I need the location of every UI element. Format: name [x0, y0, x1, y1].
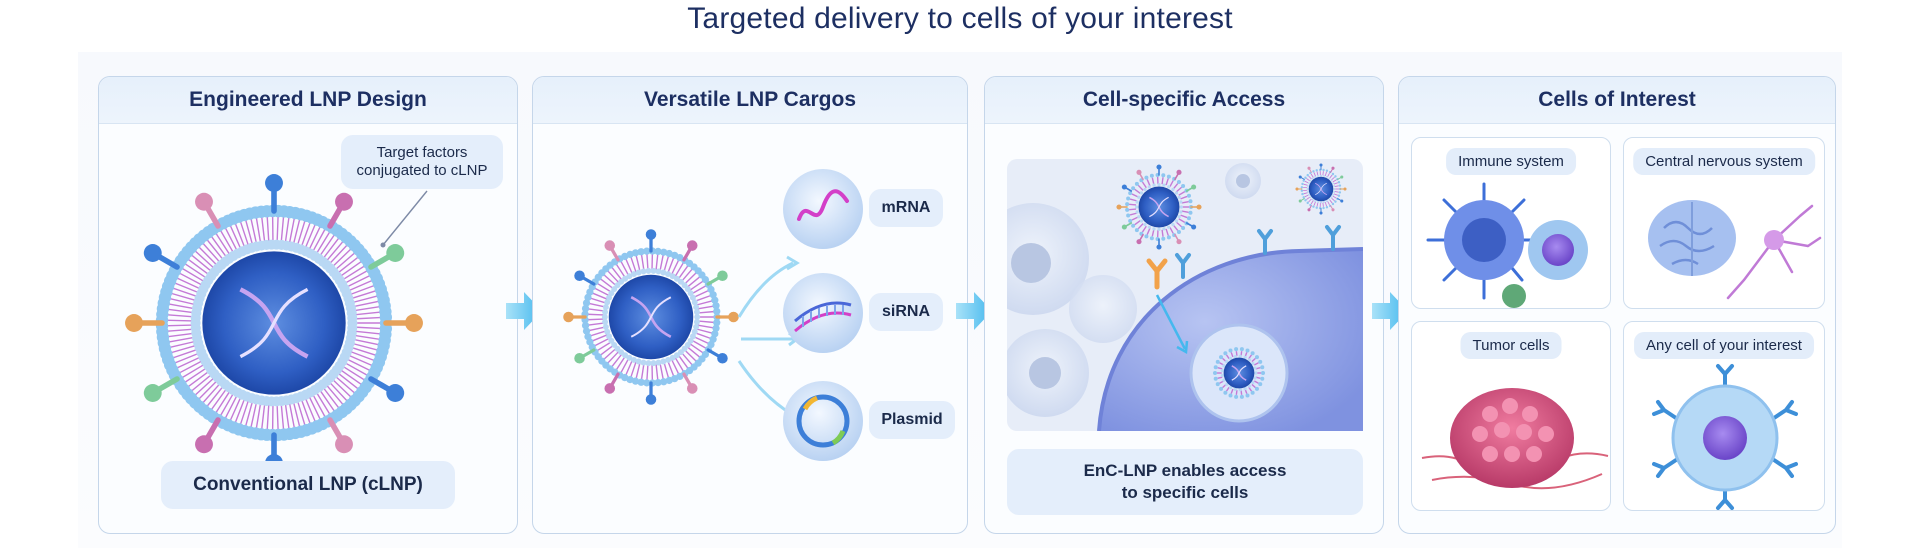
cargo-label-plasmid: Plasmid [869, 401, 955, 439]
panel-title: Cell-specific Access [985, 77, 1383, 124]
cargo-label-sirna: siRNA [869, 293, 943, 331]
cell-card-label: Immune system [1446, 148, 1576, 175]
panel-cells-of-interest: Cells of Interest Immune system Central … [1398, 76, 1836, 534]
flow-arrow-2 [956, 292, 992, 330]
generic-cell-icon [1652, 364, 1798, 510]
cell-card-label: Tumor cells [1460, 332, 1562, 359]
enc-lnp-caption: EnC-LNP enables access to specific cells [1007, 449, 1363, 515]
page-title: Targeted delivery to cells of your inter… [687, 2, 1233, 35]
lnp-particle-medium [563, 229, 739, 405]
cell-card-tumor: Tumor cells [1411, 321, 1611, 511]
panel-title: Versatile LNP Cargos [533, 77, 967, 124]
caption-line-1: EnC-LNP enables access [1083, 461, 1287, 480]
cell-card-label: Any cell of your interest [1634, 332, 1814, 359]
callout-line-2: conjugated to cLNP [356, 162, 488, 179]
cell-access-illustration [1007, 159, 1363, 431]
cell-card-immune: Immune system [1411, 137, 1611, 309]
cell-card-label: Central nervous system [1633, 148, 1815, 175]
panel-title: Cells of Interest [1399, 77, 1835, 124]
plasmid-icon [783, 381, 863, 461]
panel-title: Engineered LNP Design [99, 77, 517, 124]
callout-pointer [380, 190, 428, 248]
cell-card-any: Any cell of your interest [1623, 321, 1825, 511]
conventional-lnp-label: Conventional LNP (cLNP) [161, 461, 455, 509]
target-factors-callout: Target factors conjugated to cLNP [341, 135, 503, 189]
callout-line-1: Target factors [376, 144, 468, 161]
panel-engineered-design: Engineered LNP Design Target factors con… [98, 76, 518, 534]
lnp-particle-large [125, 174, 423, 472]
sirna-icon [783, 273, 863, 353]
brain-neuron-icon [1648, 200, 1822, 300]
panel-cell-access: Cell-specific Access [984, 76, 1384, 534]
caption-line-2: to specific cells [1121, 483, 1249, 502]
immune-cell-icon [1426, 182, 1588, 308]
cell-card-cns: Central nervous system [1623, 137, 1825, 309]
tumor-icon [1421, 388, 1609, 490]
panel-lnp-cargos: Versatile LNP Cargos mRNA siRNA [532, 76, 968, 534]
mrna-icon [783, 169, 863, 249]
cargo-label-mrna: mRNA [869, 189, 943, 227]
